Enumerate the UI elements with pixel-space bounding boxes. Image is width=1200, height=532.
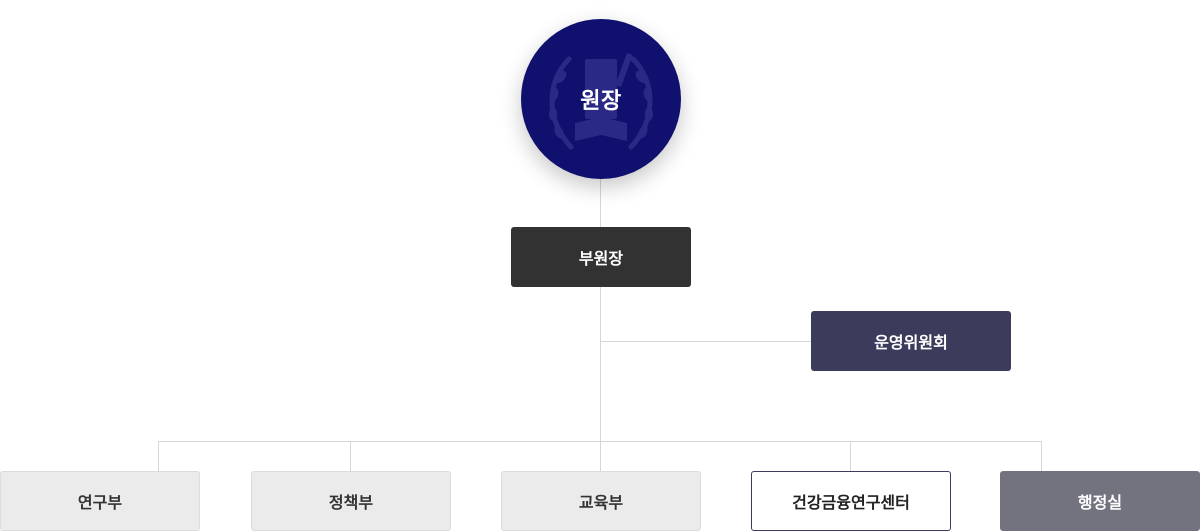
dept-health-finance-center[interactable]: 건강금융연구센터 bbox=[751, 471, 951, 531]
dept-policy[interactable]: 정책부 bbox=[251, 471, 451, 531]
connector-vice-down bbox=[600, 287, 601, 441]
connector-committee bbox=[600, 341, 811, 342]
director-label: 원장 bbox=[580, 89, 622, 114]
connector-dept-3 bbox=[600, 441, 601, 471]
director-node[interactable]: 원장 bbox=[521, 19, 681, 179]
dept-education[interactable]: 교육부 bbox=[501, 471, 701, 531]
vice-director-node[interactable]: 부원장 bbox=[511, 227, 691, 287]
connector-director-vice bbox=[600, 179, 601, 227]
connector-dept-4 bbox=[850, 441, 851, 471]
connector-dept-1 bbox=[158, 441, 159, 471]
connector-dept-5 bbox=[1041, 441, 1042, 471]
dept-administration[interactable]: 행정실 bbox=[1000, 471, 1200, 531]
steering-committee-node[interactable]: 운영위원회 bbox=[811, 311, 1011, 371]
university-emblem-icon bbox=[549, 52, 653, 150]
dept-research[interactable]: 연구부 bbox=[0, 471, 200, 531]
connector-dept-2 bbox=[350, 441, 351, 471]
